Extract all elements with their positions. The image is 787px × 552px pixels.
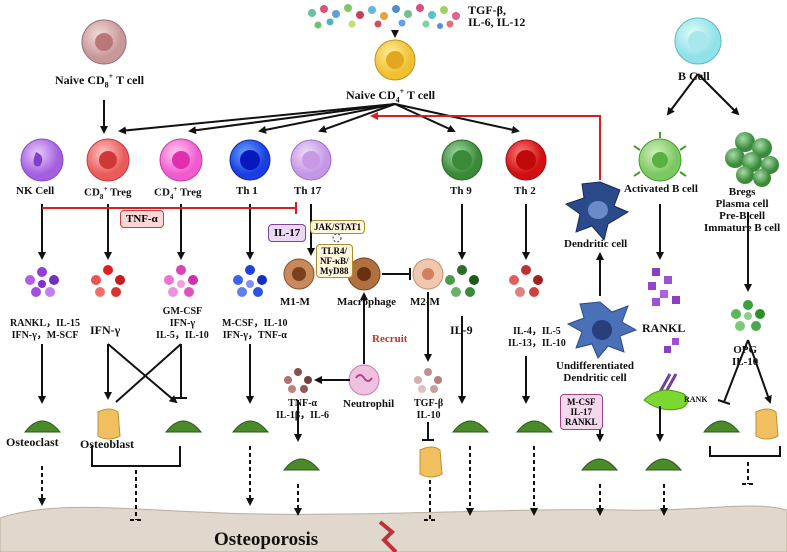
th9-label: Th 9 <box>450 185 472 197</box>
nk-factors: RANKL，IL-15 IFN-γ，M-SCF <box>10 318 81 341</box>
jak-stat1-badge: JAK/STAT1 <box>310 220 366 234</box>
opg-cytokines <box>731 300 765 331</box>
il17-badge: IL-17 <box>268 224 307 242</box>
th1-cell <box>229 139 271 181</box>
osteoclast-7 <box>580 458 619 471</box>
b-cell-label: B Cell <box>678 69 710 83</box>
m1-macrophage <box>283 258 315 290</box>
th17-label: Th 17 <box>294 185 322 197</box>
jak-dashed-circle <box>332 233 342 243</box>
activated-b-cell <box>633 132 687 182</box>
osteoblast-3 <box>755 408 779 440</box>
cd8-treg-cytokines <box>91 265 125 297</box>
th2-cell <box>505 139 547 181</box>
red-arrows <box>42 112 601 214</box>
m1-cytokines <box>284 368 312 393</box>
tnf-alpha-badge: TNF-α <box>120 210 164 228</box>
naive-cd8-cell <box>81 19 127 65</box>
mcsf-box: M-CSF IL-17 RANKL <box>560 394 603 430</box>
cytokine-dots <box>308 4 460 29</box>
th2-factors: IL-4，IL-5 IL-13，IL-10 <box>508 326 566 349</box>
osteoblast-1 <box>97 408 121 440</box>
tlr4-badge: TLR4/ NF-κB/ MyD88 <box>316 244 353 278</box>
neutrophil <box>348 364 380 396</box>
osteoclast-6 <box>515 420 554 433</box>
m1-factors: TNF-α IL-1β，IL-6 <box>276 398 330 421</box>
bregs-label: Bregs Plasma cell Pre-B cell Immature B … <box>704 186 781 234</box>
naive-cd4-label: Naive CD4+ T cell <box>346 87 436 105</box>
m2-macrophage <box>412 258 444 290</box>
rankl-cytokines <box>648 268 680 306</box>
osteoclast-3 <box>231 420 270 433</box>
naive-cd4-cell <box>374 39 416 81</box>
th9-factors: IL-9 <box>450 323 473 337</box>
cd4-treg-label: CD4+ Treg <box>154 185 202 201</box>
dendritic-cell <box>564 181 630 242</box>
osteoclast-4 <box>282 458 321 471</box>
osteoclast-8 <box>644 458 683 471</box>
dashed-arrows <box>38 446 754 521</box>
th2-cytokines <box>509 265 543 297</box>
cd8-treg-cell <box>86 138 130 182</box>
rank-label: RANK <box>684 395 708 404</box>
cd8-treg-label: CD8+ Treg <box>84 185 132 201</box>
top-cytokines-label: TGF-β, IL-6, IL-12 <box>468 3 526 29</box>
dendritic-cell-label: Dendritic cell <box>564 238 628 250</box>
cd4-treg-cell <box>159 138 203 182</box>
osteoporosis-label: Osteoporosis <box>214 529 319 550</box>
b-cell <box>674 17 722 65</box>
cd4-treg-factors: GM-CSF IFN-γ IL-5，IL-10 <box>156 306 209 341</box>
osteoclast-5 <box>451 420 490 433</box>
neutrophil-label: Neutrophil <box>343 398 395 410</box>
rank-osteoclast <box>643 389 688 411</box>
rankl-factor: RANKL <box>642 321 686 335</box>
rank-receptor <box>658 338 679 393</box>
osteoclast-9 <box>702 420 741 433</box>
macrophage-label: Macrophage <box>337 296 397 308</box>
osteoclast-label: Osteoclast <box>6 435 59 449</box>
m1-label: M1-M <box>280 296 310 308</box>
bone-shape <box>0 505 787 552</box>
naive-cd8-label: Naive CD8+ T cell <box>55 72 145 90</box>
osteoclast-2 <box>164 420 203 433</box>
th9-cell <box>441 139 483 181</box>
nk-cell-label: NK Cell <box>16 185 55 197</box>
osteoclast-1 <box>23 420 62 433</box>
opg-factors: OPG IL-10 <box>732 344 759 368</box>
osteoblast-label: Osteoblast <box>80 437 134 451</box>
macrophage <box>347 257 381 291</box>
m2-cytokines <box>414 368 442 393</box>
bregs-cluster <box>725 132 779 187</box>
m2-factors: TGF-β IL-10 <box>414 398 444 421</box>
undiff-dc-label: Undifferentiated Dendritic cell <box>556 360 635 384</box>
th17-cell <box>290 139 332 181</box>
fracture-mark <box>378 520 398 552</box>
m2-label: M2-M <box>410 296 440 308</box>
th1-factors: M-CSF，IL-10 IFN-γ，TNF-α <box>222 318 288 341</box>
cd4-treg-cytokines <box>164 265 198 297</box>
nk-cell <box>20 138 64 182</box>
osteoblast-2 <box>419 446 443 478</box>
undifferentiated-dendritic-cell <box>566 301 638 359</box>
th9-cytokines <box>445 265 479 297</box>
recruit-label: Recruit <box>372 333 408 345</box>
th2-label: Th 2 <box>514 185 536 197</box>
cd8-treg-factors: IFN-γ <box>90 323 121 337</box>
nk-cytokines <box>25 267 59 297</box>
pathway-arrows <box>38 30 781 467</box>
th1-label: Th 1 <box>236 185 258 197</box>
th1-cytokines <box>233 265 267 297</box>
activated-b-cell-label: Activated B cell <box>624 183 698 195</box>
